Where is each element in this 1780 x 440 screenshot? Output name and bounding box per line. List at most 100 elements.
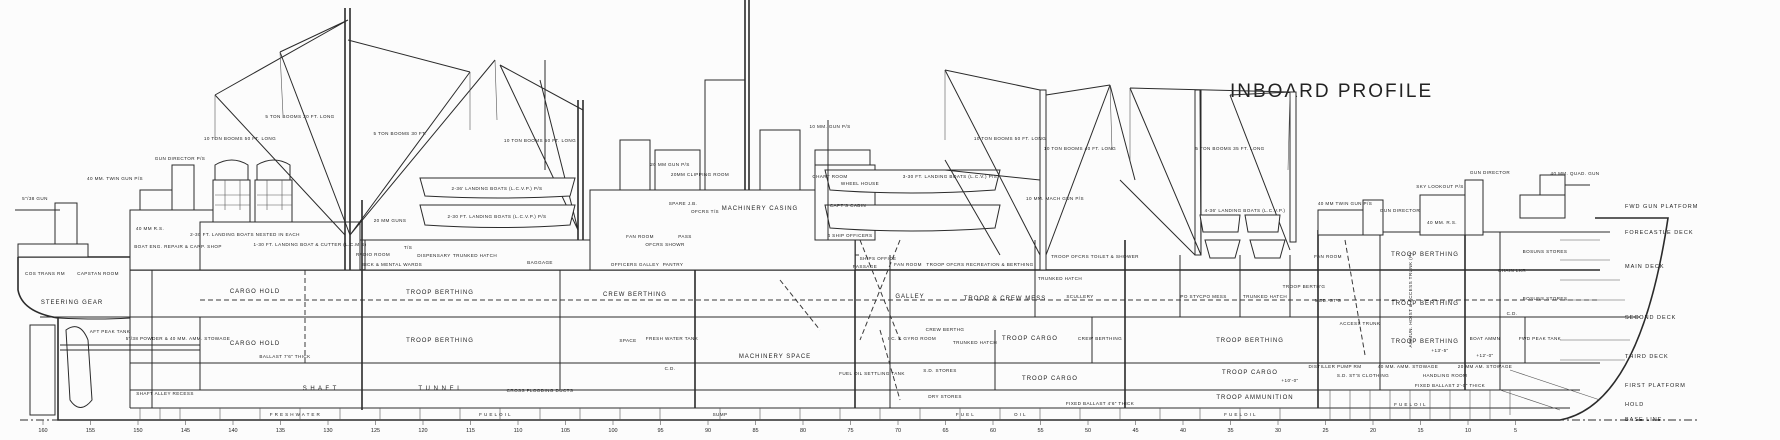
label-crew-berthg: CREW BERTHG	[926, 327, 965, 332]
frame-number: 10	[1465, 428, 1471, 434]
label-spare-jb: SPARE J.B.	[669, 201, 697, 206]
boom-labels: 10 TON BOOMS 50 FT. LONG 5 TON BOOMS 30 …	[204, 114, 1264, 151]
frame-number: 20	[1370, 428, 1376, 434]
label-trunked-hatch-3: TRUNKED HATCH	[953, 340, 997, 345]
aft-landing-boats	[419, 177, 576, 228]
label-shaft: S H A F T	[303, 386, 338, 392]
frame-number: 40	[1180, 428, 1186, 434]
label-quad-gun: 40 MM. QUAD. GUN	[1550, 171, 1599, 176]
drawing-title: INBOARD PROFILE	[1230, 81, 1433, 102]
label-troop-berthing-4: TROOP BERTHING	[1391, 252, 1459, 258]
frame-number: 55	[1037, 428, 1043, 434]
label-pantry: PANTRY	[663, 262, 684, 267]
deck-label-first-platform: FIRST PLATFORM	[1625, 383, 1686, 389]
label-troop-cargo-2: TROOP CARGO	[1022, 376, 1078, 382]
boom-label: 5 TON BOOMS 35 FT. LONG	[1195, 146, 1264, 151]
label-trunked-hatch-4: TRUNKED HATCH	[1243, 294, 1287, 299]
frame-number: 25	[1322, 428, 1328, 434]
label-director-fwd-2: GUN DIRECTOR	[1470, 170, 1510, 175]
label-trunked-hatch-2: TRUNKED HATCH	[1038, 276, 1082, 281]
label-ofcrs-ts: OFCRS T/S	[691, 209, 719, 214]
deck-label-hold: HOLD	[1625, 402, 1644, 408]
label-ammo-hoist: AMMUN. HOIST & ACCESS TRUNK (P)	[1408, 252, 1413, 347]
forward-kingposts-and-booms	[944, 69, 1297, 271]
label-troop-berthing-5: TROOP BERTHING	[1391, 301, 1459, 307]
label-lcm-1: 2-30 FT. LANDING BOATS NESTED IN EACH	[190, 232, 300, 237]
label-pump-room: DISTILLER PUMP RM	[1309, 364, 1362, 369]
forward-superstructure	[1199, 174, 1590, 259]
deck-label-main: MAIN DECK	[1625, 264, 1665, 270]
label-ships-office: SHIPS OFFICE	[860, 256, 897, 261]
frame-number: 130	[323, 428, 332, 434]
boom-label: 5 TON BOOMS 30 FT.	[374, 131, 427, 136]
label-space: SPACE	[619, 338, 636, 343]
label-chain-lkr: CHAIN LKR	[1498, 268, 1526, 273]
label-sky-lookout: SKY LOOKOUT P/S	[1416, 184, 1463, 189]
label-cos-trans: COS TRANS RM	[25, 271, 65, 276]
label-sump: SUMP	[713, 412, 728, 417]
label-access-trunk: ACCESS TRUNK	[1340, 321, 1381, 326]
frame-number: 110	[514, 428, 523, 434]
frame-number: 140	[228, 428, 237, 434]
label-lcm-2: 1-30 FT. LANDING BOAT & CUTTER (L.C.M.S)	[253, 242, 366, 247]
label-boat-ammn: BOAT AMMN	[1470, 336, 1501, 341]
boom-label: 10 TON BOOMS 50 FT. LONG	[504, 138, 576, 143]
label-ballast-aft: BALLAST 7'6" THICK	[259, 354, 311, 359]
label-director-aft: GUN DIRECTOR P/S	[155, 156, 205, 161]
deck-label-base-line: BASE LINE	[1625, 417, 1662, 423]
label-clipping-room: 20MM CLIPPING ROOM	[671, 172, 729, 177]
label-rs-fwd: 40 MM. R.S.	[1427, 220, 1457, 225]
frame-number: 60	[990, 428, 996, 434]
label-steering: STEERING GEAR	[41, 300, 103, 306]
label-boat-shop: BOAT ENG. REPAIR & CARP. SHOP	[134, 244, 222, 249]
label-machinery-casing: MACHINERY CASING	[722, 206, 798, 212]
label-lcv-3: 3-30 FT. LANDING BOATS (L.C.V.) P/S	[903, 174, 997, 179]
label-ts: T/S	[404, 245, 412, 250]
label-handling-room: HANDLING ROOM	[1423, 373, 1468, 378]
label-scullery: SCULLERY	[1066, 294, 1093, 299]
midship-superstructure	[589, 0, 1001, 271]
label-troop-berthing-3: TROOP BERTHING	[1216, 338, 1284, 344]
label-dim-2: +13'-5"	[1431, 348, 1448, 353]
deck-label-forecastle: FORECASTLE DECK	[1625, 230, 1693, 236]
label-fuel-oil-fwd-2: F U E L O I L	[1394, 402, 1426, 407]
deck-label-fwd-gun-platform: FWD GUN PLATFORM	[1625, 204, 1698, 210]
label-lcvp-36: 2-36' LANDING BOATS (L.C.V.P.) P/S	[452, 186, 543, 191]
label-cd-1: C.D.	[665, 366, 676, 371]
frame-number: 145	[181, 428, 190, 434]
label-dry-stores: DRY STORES	[928, 394, 962, 399]
label-cargo-hold-lower: CARGO HOLD	[230, 341, 280, 347]
label-dim-1: +10'-0"	[1281, 378, 1298, 383]
label-40mm-amm: 40 MM. AMM. STOWAGE	[1378, 364, 1438, 369]
label-galley: GALLEY	[895, 294, 924, 300]
label-bosuns-stores-2: BOSUNS STORES	[1523, 296, 1568, 301]
frame-number: 85	[752, 428, 758, 434]
frame-number: 65	[942, 428, 948, 434]
label-troop-cargo-1: TROOP CARGO	[1002, 336, 1058, 342]
label-ballast-fwd: FIXED BALLAST 2'-0" THICK	[1415, 383, 1486, 388]
label-mess: TROOP & CREW MESS	[964, 296, 1047, 302]
label-trunked-hatch-1: TRUNKED HATCH	[453, 253, 497, 258]
label-med-sts: MED. ST'S	[1315, 298, 1341, 303]
label-twin-fwd: 40 MM TWIN GUN P/S	[1318, 201, 1372, 206]
frame-number: 150	[133, 428, 142, 434]
label-passage: PASSAGE	[853, 264, 877, 269]
label-wheel-house: WHEEL HOUSE	[841, 181, 879, 186]
label-aft-peak: AFT PEAK TANK	[90, 329, 131, 334]
label-cargo-hold-upper: CARGO HOLD	[230, 289, 280, 295]
label-lcvp-4: 4-36' LANDING BOATS (L.C.V.P.)	[1205, 208, 1286, 213]
boom-label: 10 TON BOOMS 50 FT. LONG	[974, 136, 1046, 141]
label-radio: RADIO ROOM	[356, 252, 390, 257]
frame-number: 95	[657, 428, 663, 434]
label-fuel-oil-aft: F U E L O I L	[479, 412, 511, 417]
frame-number: 120	[418, 428, 427, 434]
frame-number: 15	[1417, 428, 1423, 434]
label-twin-aft: 40 MM. TWIN GUN P/S	[87, 176, 143, 181]
label-machinery-space: MACHINERY SPACE	[739, 354, 811, 360]
deck-labels: FWD GUN PLATFORM FORECASTLE DECK MAIN DE…	[1625, 204, 1698, 423]
label-po-sty: PO STY	[1180, 294, 1199, 299]
label-sd-stores: S.D. STORES	[923, 368, 956, 373]
label-troop-ammunition: TROOP AMMUNITION	[1216, 395, 1293, 401]
label-fan-room-2: FAN ROOM	[894, 262, 922, 267]
label-troop-berthing-2: TROOP BERTHING	[406, 338, 474, 344]
